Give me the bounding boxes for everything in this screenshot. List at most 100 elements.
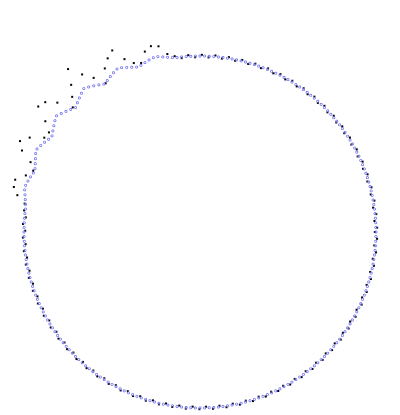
outer-contour-dot [14, 178, 17, 181]
inner-contour-dot [22, 221, 26, 225]
inner-contour-dot [130, 65, 134, 69]
inner-contour-dot [343, 330, 347, 334]
inner-contour-dot [312, 96, 316, 100]
inner-contour-dot [53, 119, 57, 123]
inner-contour-dot [361, 297, 365, 301]
inner-contour-dot [221, 56, 225, 59]
inner-contour-dot [350, 142, 354, 146]
inner-contour-dot [216, 55, 220, 59]
inner-contour-dot [261, 66, 265, 70]
inner-contour-dot [87, 85, 91, 89]
outer-contour-dot [234, 59, 237, 62]
outer-contour-dot [304, 370, 307, 373]
outer-contour-dot [211, 407, 214, 410]
inner-contour-dot [226, 404, 229, 408]
outer-contour-dot [315, 361, 318, 364]
inner-contour-dot [248, 61, 252, 65]
outer-contour-dot [43, 136, 46, 139]
inner-contour-dot [338, 123, 342, 127]
inner-contour-dot [144, 397, 148, 401]
inner-contour-dot [212, 406, 216, 409]
outer-contour-dot [251, 400, 254, 403]
outer-contour-dot [48, 319, 51, 322]
inner-contour-dot [274, 71, 278, 75]
inner-contour-dot [373, 253, 376, 257]
inner-contour-dot [115, 67, 119, 71]
inner-contour-dot [355, 310, 359, 314]
outer-contour-dot [166, 53, 169, 56]
inner-contour-dot [24, 258, 28, 261]
outer-contour-dot [300, 376, 303, 379]
inner-contour-dot [33, 157, 37, 161]
inner-contour-dot [278, 73, 282, 77]
inner-contour-dot [53, 330, 57, 334]
inner-contour-dot [84, 364, 88, 368]
inner-contour-dot [309, 93, 313, 97]
inner-contour-dot [184, 406, 188, 409]
inner-contour-dot [340, 334, 344, 337]
outer-contour-dot [165, 402, 168, 405]
outer-contour-dot [21, 222, 24, 225]
inner-contour-dot [257, 64, 261, 68]
outer-contour-dot [272, 72, 275, 75]
inner-contour-dot [108, 75, 112, 79]
inner-contour-dot [265, 393, 269, 397]
outer-contour-dot [157, 45, 160, 48]
inner-contour-dot [302, 88, 305, 92]
inner-contour-dot [74, 106, 78, 110]
inner-contour-dot [364, 289, 368, 293]
inner-contour-dot [372, 203, 376, 206]
outer-contour-dot [104, 82, 107, 85]
outer-contour-dot [71, 106, 74, 109]
inner-contour-dot [340, 127, 344, 131]
inner-contour-dot [35, 297, 39, 301]
inner-contour-dot [23, 248, 27, 252]
outer-contour-dot [191, 405, 194, 408]
outer-contour-dot [264, 395, 267, 398]
inner-contour-dot [221, 405, 225, 408]
outer-contour-dot [29, 161, 32, 164]
inner-contour-dot [207, 54, 211, 58]
inner-contour-dot [309, 367, 313, 371]
inner-contour-dot [82, 87, 86, 91]
inner-contour-dot [329, 112, 333, 116]
inner-contour-dot [371, 198, 375, 202]
inner-contour-dot [24, 202, 27, 206]
inner-contour-dot [368, 276, 372, 279]
inner-contour-dot [365, 176, 369, 180]
inner-contour-dot [135, 394, 139, 398]
outer-contour-dot [96, 375, 99, 378]
inner-contour-dot [350, 318, 354, 322]
inner-contour-dot [52, 124, 56, 128]
inner-contour-dot [244, 400, 247, 404]
inner-contour-dot [244, 60, 247, 64]
inner-contour-dot [125, 65, 129, 69]
outer-contour-dot [67, 68, 70, 71]
outer-contour-dot [372, 206, 375, 209]
inner-contour-dot [39, 306, 43, 310]
outer-contour-dot [373, 199, 376, 202]
inner-contour-dot [369, 271, 373, 275]
outer-contour-dot [66, 348, 69, 351]
outer-contour-dot [81, 73, 84, 76]
outer-contour-dot [361, 296, 364, 299]
inner-contour-dot [239, 59, 243, 63]
inner-contour-dot [374, 216, 377, 220]
inner-contour-dot [143, 61, 147, 64]
inner-contour-dot [97, 83, 101, 87]
inner-contour-dot [343, 130, 347, 134]
inner-contour-dot [370, 193, 374, 197]
outer-contour-dot [369, 278, 372, 281]
inner-contour-dot [374, 239, 378, 243]
outer-contour-dot [111, 49, 114, 52]
inner-contour-dot [64, 109, 68, 113]
inner-contour-dot [278, 387, 282, 391]
inner-contour-dot [152, 400, 156, 404]
inner-contour-dot [43, 140, 47, 144]
inner-contour-dot [294, 378, 298, 382]
inner-contour-dot [212, 55, 216, 58]
outer-contour-dot [225, 406, 228, 409]
inner-contour-dot [50, 326, 54, 330]
outer-contour-dot [70, 83, 73, 86]
outer-contour-dot [326, 111, 329, 114]
